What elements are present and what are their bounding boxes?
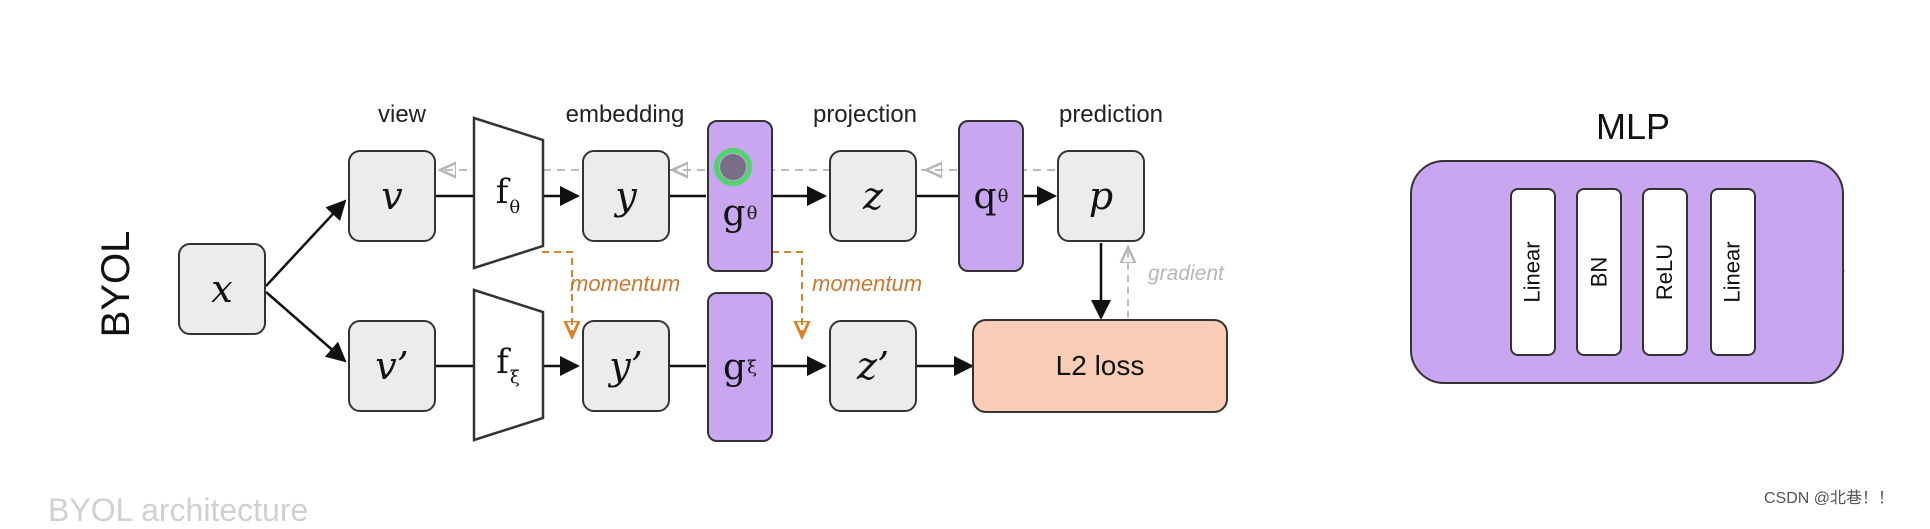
node-z: z xyxy=(829,150,917,242)
mlp-title: MLP xyxy=(1595,106,1671,147)
mlp-layer-bn: BN xyxy=(1576,188,1622,356)
momentum-connector-2 xyxy=(772,251,802,337)
node-x: x xyxy=(178,243,266,335)
label-embedding: embedding xyxy=(565,101,685,128)
node-v-prime: v’ xyxy=(348,320,436,412)
momentum-connector-1 xyxy=(542,251,572,337)
byol-side-title: BYOL xyxy=(94,214,138,354)
momentum-label-2: momentum xyxy=(812,271,923,296)
l2-loss-box: L2 loss xyxy=(972,319,1228,413)
gradient-label: gradient xyxy=(1148,262,1224,285)
node-p: p xyxy=(1057,150,1145,242)
mlp-layer-linear-1: Linear xyxy=(1510,188,1556,356)
mlp-layer-relu: ReLU xyxy=(1642,188,1688,356)
momentum-label-1: momentum xyxy=(570,271,681,296)
node-y: y xyxy=(582,150,670,242)
cursor-dot-icon xyxy=(720,154,746,180)
encoder-f-theta-shape xyxy=(472,116,545,270)
arrow-x-to-v xyxy=(265,199,347,287)
watermark: CSDN @北巷！！ xyxy=(1764,490,1895,507)
mlp-container xyxy=(1410,160,1844,384)
node-y-prime: y’ xyxy=(582,320,670,412)
encoder-f-xi-label: fξ xyxy=(496,342,520,388)
mlp-layer-linear-2: Linear xyxy=(1710,188,1756,356)
arrow-x-to-v-prime xyxy=(265,291,347,363)
node-v: v xyxy=(348,150,436,242)
byol-side-title-text: BYOL xyxy=(94,230,138,338)
encoder-f-theta-label: fθ xyxy=(495,172,521,218)
node-z-prime: z’ xyxy=(829,320,917,412)
label-prediction: prediction xyxy=(1058,101,1164,128)
label-projection: projection xyxy=(812,101,918,128)
label-view: view xyxy=(377,101,426,128)
figure-caption: BYOL architecture xyxy=(48,492,309,528)
encoder-f-xi-shape xyxy=(472,288,545,442)
